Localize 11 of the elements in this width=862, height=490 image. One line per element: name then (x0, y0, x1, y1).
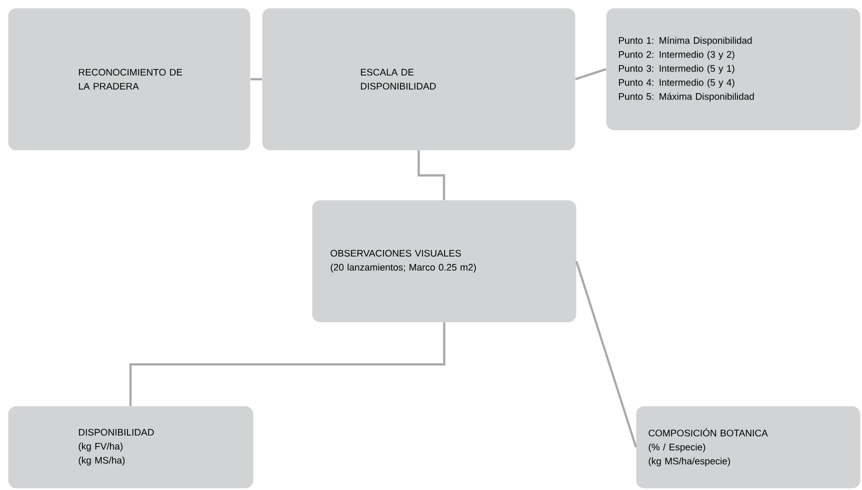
text-box: DISPONIBILIDAD (kg FV/ha) (kg MS/ha) (8, 406, 254, 488)
text-box: RECONOCIMIENTO DE LA PRADERA (8, 8, 250, 150)
connector-line (575, 260, 638, 448)
text-box: COMPOSICIÓN BOTANICA (% / Especie) (kg MS/ha/especie) (636, 406, 860, 488)
text-box: ESCALA DE DISPONIBILIDAD (262, 8, 576, 150)
text-box: Punto 1: Mínima Disponibilidad Punto 2: Intermedio (3 y 2) Punto 3: Intermedio (5 y 1) Punto 4: Intermedio (5 y 4) Punto 5: Máxima Disponibilidad (606, 8, 860, 130)
connector-line (418, 150, 446, 200)
connector-line (129, 322, 446, 406)
connector-line (575, 68, 606, 80)
text-box: OBSERVACIONES VISUALES (20 lanzamientos; Marco 0.25 m2) (312, 200, 576, 322)
connector-line (250, 78, 262, 80)
